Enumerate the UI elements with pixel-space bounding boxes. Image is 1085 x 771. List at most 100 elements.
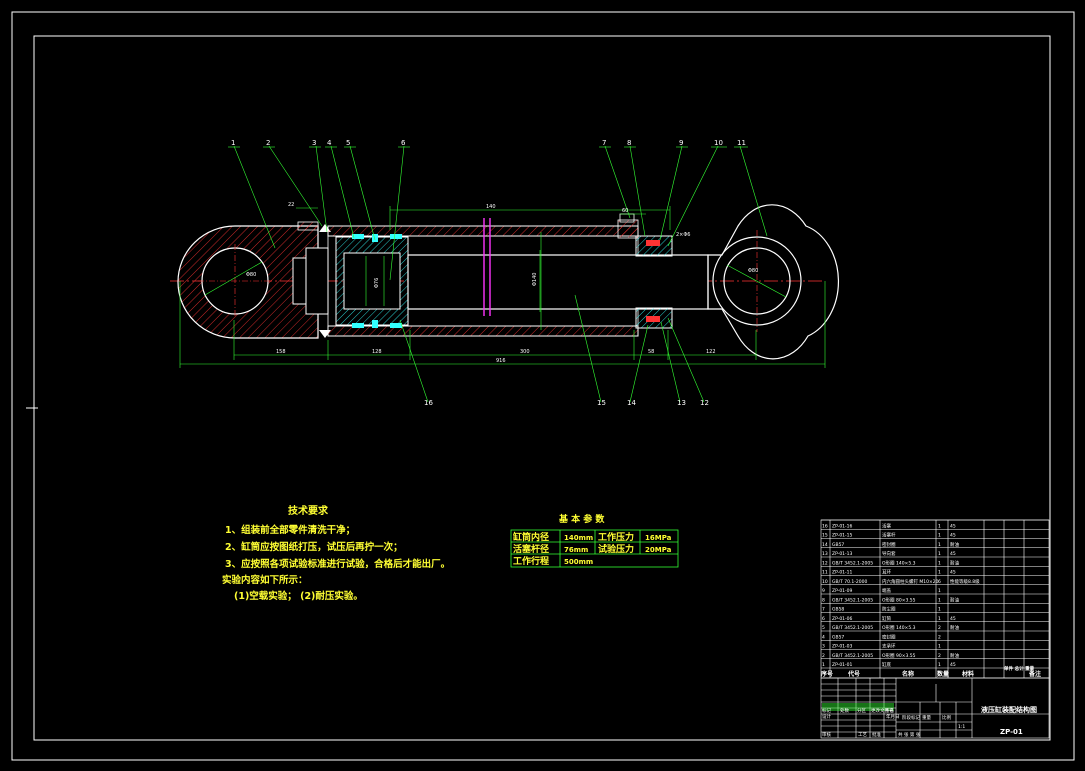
svg-text:缸筒内径: 缸筒内径: [512, 531, 549, 543]
parts-cell: 防尘圈: [882, 606, 896, 613]
parts-cell: ZP-01-01: [832, 662, 853, 668]
parts-cell: 1: [938, 607, 941, 613]
parts-cell: GB58: [832, 607, 844, 613]
callout-16-a: 16: [424, 399, 433, 407]
parts-cell: 支承环: [882, 643, 896, 650]
drawing-title: 液压缸装配结构图: [981, 705, 1037, 714]
svg-text:Φ80: Φ80: [748, 268, 758, 274]
parts-cell: O形圈 90×3.55: [882, 652, 916, 659]
svg-text:140mm: 140mm: [564, 534, 593, 542]
parts-cell: ZP-01-11: [832, 570, 853, 576]
svg-text:16MPa: 16MPa: [645, 534, 672, 542]
parts-cell: 5: [822, 625, 825, 631]
parts-cell: 1: [938, 542, 941, 548]
parts-cell: 45: [950, 551, 956, 557]
parts-cell: GB/T 3452.1-2005: [832, 625, 873, 631]
parts-cell: 1: [938, 616, 941, 622]
parts-cell: 4: [822, 634, 825, 640]
svg-text:122: 122: [706, 349, 716, 355]
parts-cell: 内六角圆柱头螺钉 M10×20: [882, 578, 939, 585]
parts-cell: 耐油: [950, 596, 959, 603]
parts-cell: 45: [950, 662, 956, 668]
parts-cell: 9: [822, 588, 825, 594]
parts-cell: 15: [822, 533, 828, 539]
parts-cell: ZP-01-06: [832, 616, 853, 622]
parts-cell: 耐油: [950, 652, 959, 659]
tech-req-item-4: 实验内容如下所示：: [222, 574, 308, 586]
svg-text:Φ140: Φ140: [532, 273, 538, 286]
svg-text:重量: 重量: [922, 714, 931, 721]
parts-cell: 45: [950, 533, 956, 539]
callout-13: 13: [677, 399, 686, 407]
parts-cell: O形圈 140×5.3: [882, 559, 916, 566]
svg-text:58: 58: [648, 349, 654, 355]
title-block: 标记 处数 分区 更改文件号 签名 年月日 设计 审核 工艺 批准 阶段标记 重…: [820, 677, 1050, 739]
svg-text:工艺: 工艺: [858, 732, 867, 738]
parts-header-weight: 单件 总计 重量: [1004, 665, 1035, 672]
parts-header-qty: 数量: [937, 670, 949, 678]
parts-header-name: 名称: [902, 670, 914, 678]
callout-12: 12: [700, 399, 709, 407]
parts-cell: 耐油: [950, 624, 959, 631]
callout-10: 10: [714, 139, 723, 147]
svg-text:更改文件号: 更改文件号: [871, 707, 894, 714]
callout-11: 11: [737, 139, 746, 147]
tech-req-item-3: 3、应按照各项试验标准进行试验，合格后才能出厂。: [225, 558, 450, 570]
svg-text:活塞杆径: 活塞杆径: [513, 543, 549, 555]
parts-header-code: 代号: [847, 670, 860, 678]
parts-cell: 密封圈: [882, 633, 896, 640]
piston-rod: [407, 218, 709, 330]
parts-header-note: 备注: [1028, 670, 1041, 678]
parts-cell: 45: [950, 523, 956, 529]
parts-cell: 1: [938, 533, 941, 539]
tech-req-item-5: (1)空载实验； (2)耐压实验。: [234, 590, 363, 602]
svg-text:共 张 第 张: 共 张 第 张: [898, 731, 921, 738]
svg-text:2×Φ6: 2×Φ6: [676, 232, 691, 238]
callout-15: 15: [597, 399, 606, 407]
svg-text:500mm: 500mm: [564, 558, 593, 566]
parts-cell: 1: [938, 588, 941, 594]
svg-text:22: 22: [288, 202, 294, 208]
parts-cell: 2: [822, 653, 825, 659]
svg-text:140: 140: [486, 204, 496, 210]
callout-7: 7: [602, 139, 606, 147]
svg-text:试验压力: 试验压力: [598, 543, 634, 555]
technical-requirements: 技术要求 1、组装前全部零件清洗干净； 2、缸筒应按图纸打压，试压后再拧一次； …: [222, 504, 450, 602]
piston-assembly: [335, 234, 409, 328]
callout-4: 4: [327, 139, 332, 147]
parts-cell: 2: [938, 634, 941, 640]
parts-cell: 6: [822, 616, 825, 622]
callout-14: 14: [627, 399, 636, 407]
svg-text:158: 158: [276, 349, 286, 355]
parts-cell: 1: [938, 551, 941, 557]
parts-cell: ZP-01-09: [832, 588, 853, 594]
parts-cell: 活塞: [882, 522, 891, 529]
parts-cell: 16: [822, 523, 828, 529]
dimension-texts: 22 140 60 2×Φ6 Φ80 Φ80 158 128 300 58 12…: [246, 202, 758, 364]
tech-req-item-2: 2、缸筒应按图纸打压，试压后再拧一次；: [225, 541, 403, 553]
svg-text:60: 60: [622, 208, 628, 214]
svg-text:128: 128: [372, 349, 382, 355]
parts-cell: 密封圈: [882, 541, 896, 548]
parts-cell: 45: [950, 570, 956, 576]
svg-text:300: 300: [520, 349, 530, 355]
svg-text:Φ76: Φ76: [374, 278, 380, 288]
parts-cell: GB/T 3452.1-2005: [832, 560, 873, 566]
parts-cell: 耐油: [950, 541, 959, 548]
parts-cell: O形圈 80×3.55: [882, 596, 916, 603]
parts-cell: GB/T 3452.1-2005: [832, 653, 873, 659]
callout-6: 6: [401, 139, 406, 147]
callouts-top: 1 2 3 4 5 6 7 8 9 10 11: [231, 139, 746, 147]
parts-header-seq: 序号: [820, 670, 833, 678]
svg-text:比例: 比例: [942, 714, 951, 721]
parts-cell: 2: [938, 625, 941, 631]
tech-req-title: 技术要求: [288, 504, 329, 517]
cylinder-bottom-part: [177, 221, 331, 339]
parts-cell: 耐油: [950, 559, 959, 566]
svg-text:审核: 审核: [822, 731, 831, 738]
parts-cell: 13: [822, 551, 828, 557]
parts-cell: ZP-01-15: [832, 533, 853, 539]
parts-cell: 14: [822, 542, 828, 548]
